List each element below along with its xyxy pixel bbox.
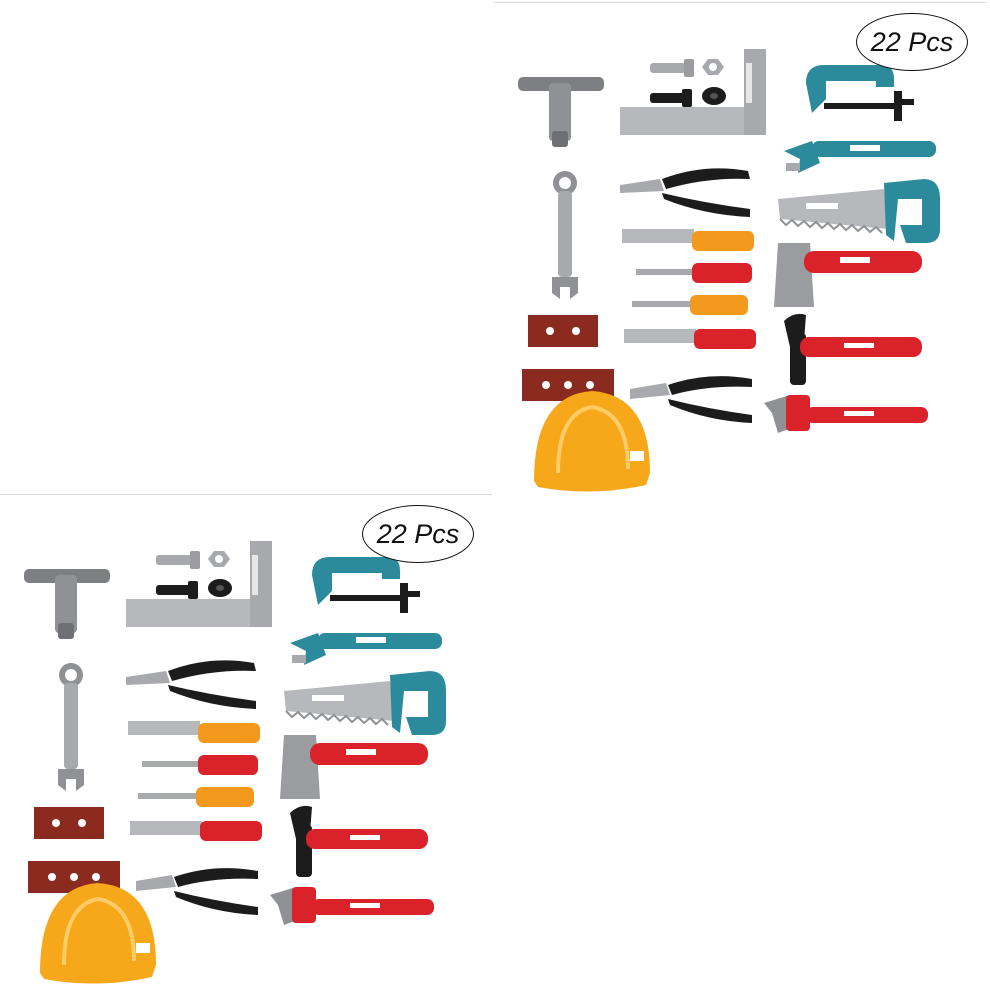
- claw-hammer: [290, 805, 428, 877]
- combination-wrench: [58, 663, 84, 791]
- brick-block-1: [34, 807, 104, 839]
- screwdriver-red-1: [142, 755, 258, 775]
- hatchet: [774, 243, 922, 307]
- pipe-wrench: [270, 887, 434, 925]
- adjustable-wrench: [784, 141, 936, 173]
- pliers-lower: [136, 868, 258, 915]
- screwdriver-red-2: [624, 329, 756, 349]
- hand-saw: [778, 179, 940, 243]
- c-clamp: [806, 65, 914, 121]
- hand-saw: [284, 671, 446, 735]
- toolset-illustration: [518, 49, 940, 492]
- combination-wrench: [552, 171, 578, 299]
- screwdriver-orange-1: [622, 229, 754, 251]
- screwdriver-orange-1: [128, 721, 260, 743]
- screwdriver-orange-2: [138, 787, 254, 807]
- c-clamp: [312, 557, 420, 613]
- hatchet: [280, 735, 428, 799]
- safety-helmet: [40, 883, 156, 984]
- pipe-wrench: [764, 395, 928, 433]
- bolts-and-nuts: [156, 551, 232, 599]
- toolset-illustration: [24, 541, 446, 984]
- pliers-lower: [630, 376, 752, 423]
- pliers-upper: [620, 168, 750, 217]
- try-square: [126, 541, 272, 627]
- pliers-upper: [126, 660, 256, 709]
- adjustable-wrench: [290, 633, 442, 665]
- safety-helmet: [534, 391, 650, 492]
- screwdriver-orange-2: [632, 295, 748, 315]
- t-socket-wrench: [24, 569, 110, 639]
- pieces-count-badge: 22 Pcs: [362, 505, 474, 563]
- bolts-and-nuts: [650, 59, 726, 107]
- pieces-count-badge: 22 Pcs: [856, 13, 968, 71]
- product-image-top-right: 22 Pcs: [494, 2, 986, 494]
- product-image-bottom-left: 22 Pcs: [0, 494, 492, 986]
- screwdriver-red-2: [130, 821, 262, 841]
- t-socket-wrench: [518, 77, 604, 147]
- screwdriver-red-1: [636, 263, 752, 283]
- try-square: [620, 49, 766, 135]
- claw-hammer: [784, 313, 922, 385]
- brick-block-1: [528, 315, 598, 347]
